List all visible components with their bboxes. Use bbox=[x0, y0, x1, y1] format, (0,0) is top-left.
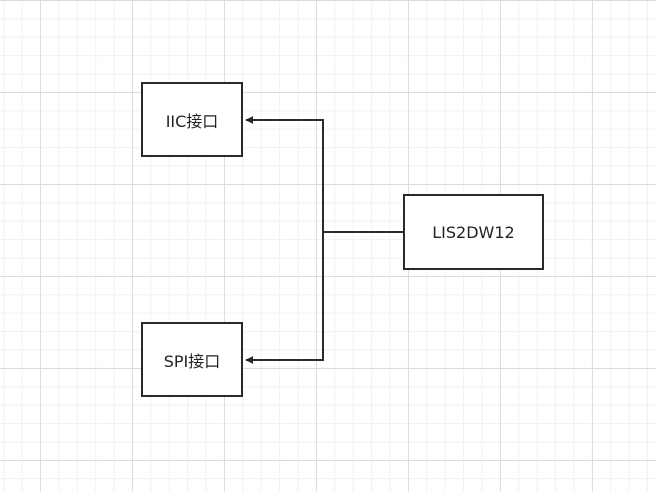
node-iic-interface[interactable]: IIC接口 bbox=[141, 82, 243, 157]
connector-lis-to-iic bbox=[245, 116, 324, 232]
node-lis2dw12-label: LIS2DW12 bbox=[432, 222, 515, 242]
node-iic-label: IIC接口 bbox=[165, 111, 219, 131]
connector-lis-to-spi bbox=[245, 232, 324, 364]
node-spi-label: SPI接口 bbox=[163, 351, 221, 371]
node-spi-interface[interactable]: SPI接口 bbox=[141, 322, 243, 397]
node-lis2dw12[interactable]: LIS2DW12 bbox=[403, 194, 544, 270]
